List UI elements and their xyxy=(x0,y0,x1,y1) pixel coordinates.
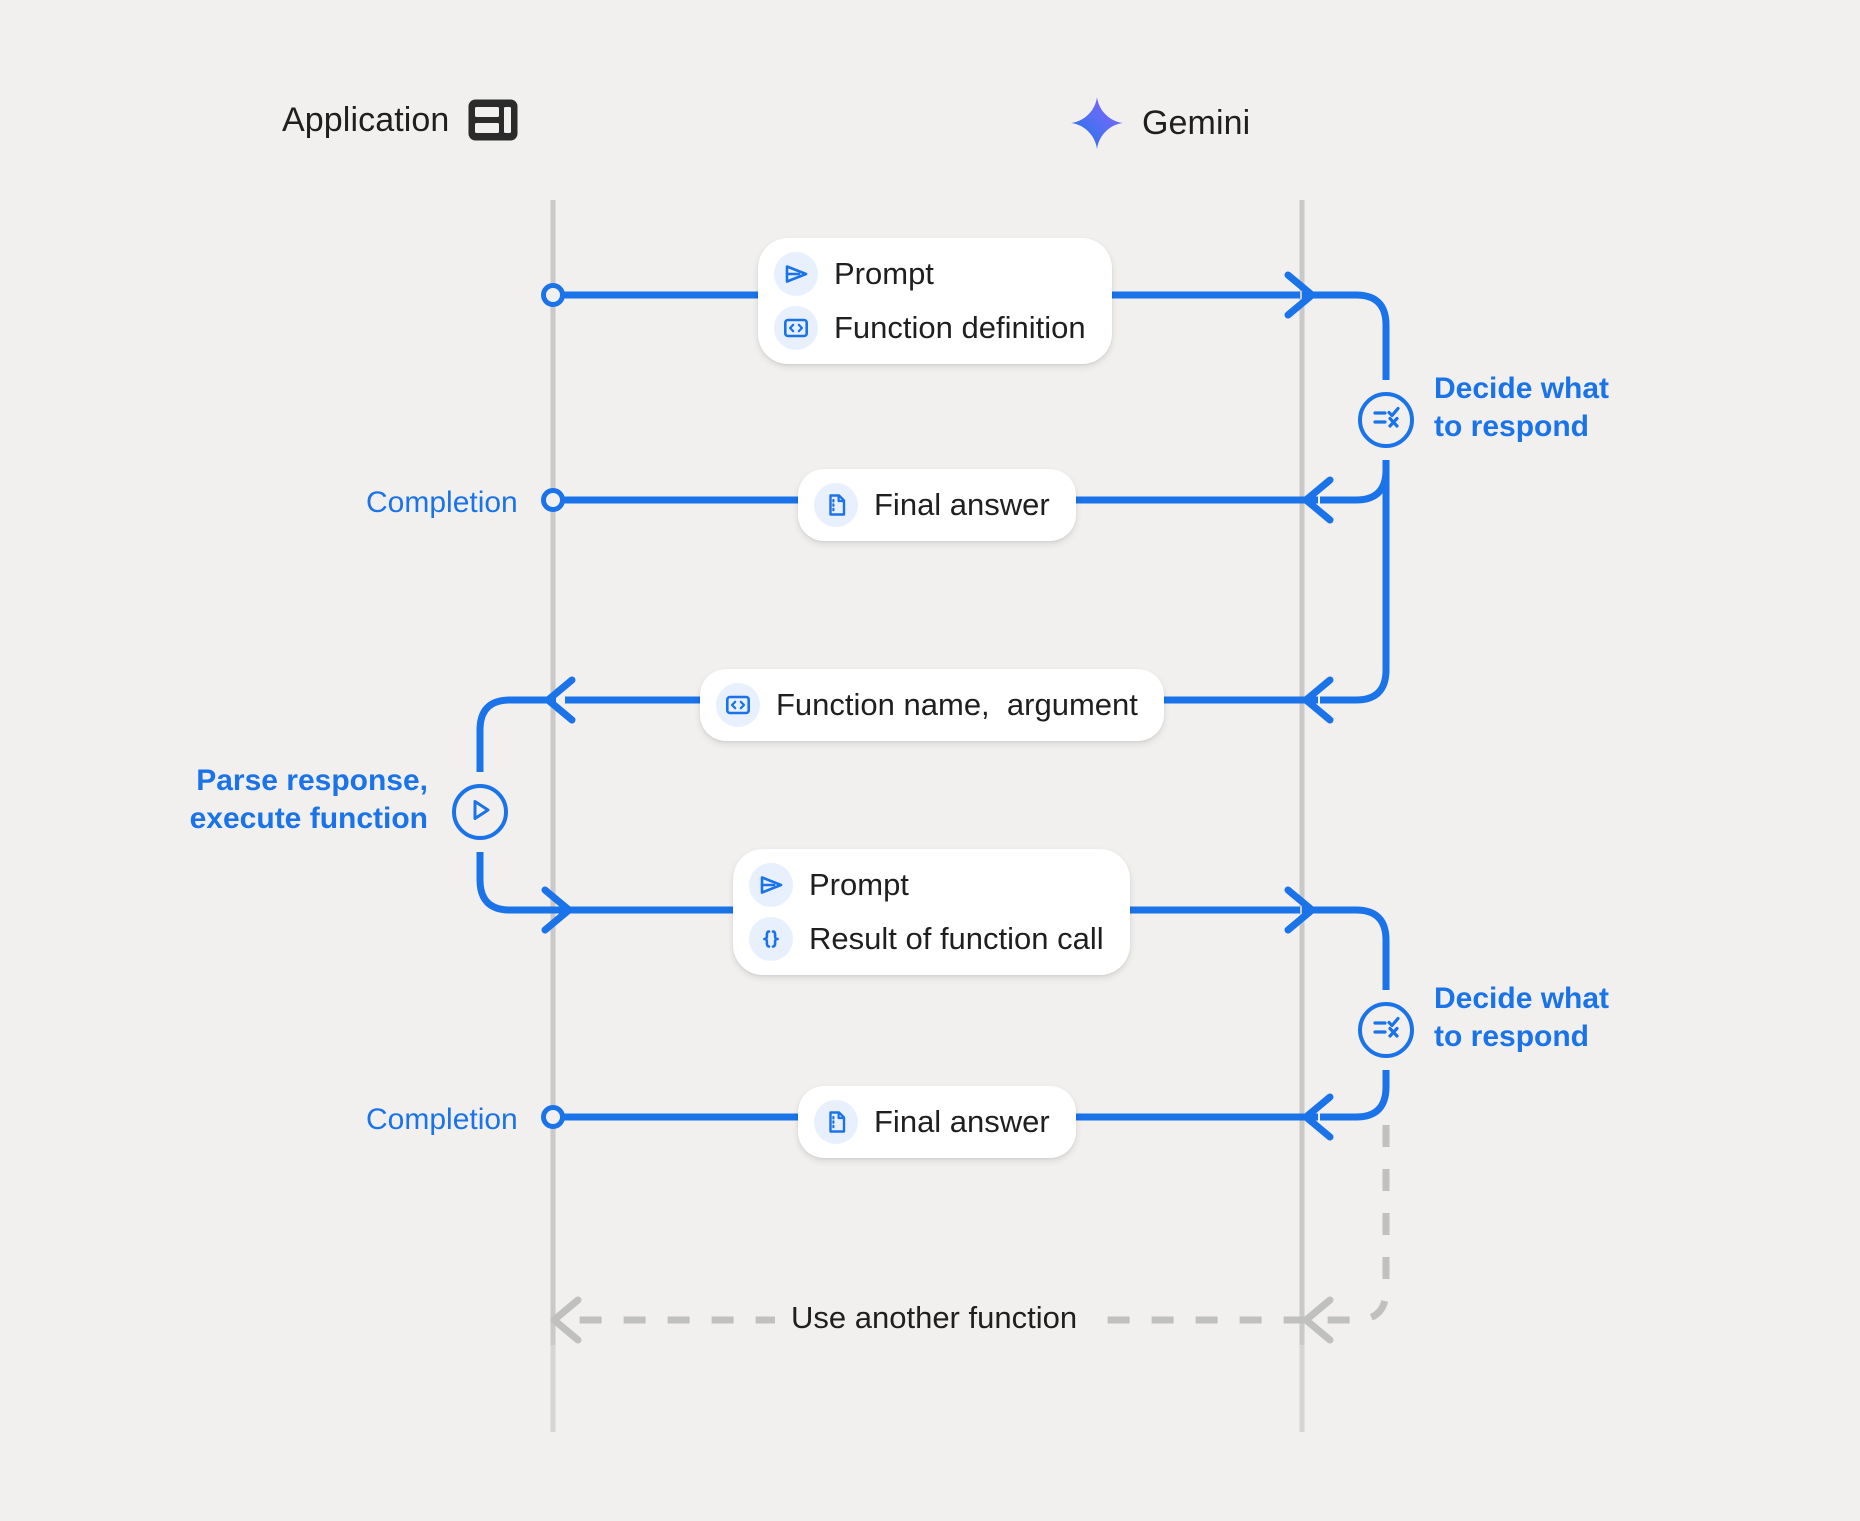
wire-gemini-route-3 xyxy=(1302,906,1390,990)
completion-label-1: Completion xyxy=(366,486,518,519)
wire-final-answer-1-return xyxy=(1320,460,1390,504)
arrowhead-loop-gemini xyxy=(1302,1296,1334,1344)
gemini-sparkle-icon xyxy=(1070,96,1124,150)
chip-row-function-definition: Function definition xyxy=(774,306,1086,350)
completion-label-2: Completion xyxy=(366,1103,518,1136)
arrowhead-final-answer-2 xyxy=(1302,1093,1334,1141)
arrowhead-request-2-app xyxy=(541,886,573,934)
code-brackets-icon xyxy=(716,683,760,727)
arrowhead-final-answer-1 xyxy=(1302,476,1334,524)
chip-label: Final answer xyxy=(874,487,1050,523)
chip-row-prompt: Prompt xyxy=(774,252,1086,296)
chip-row-prompt: Prompt xyxy=(749,863,1104,907)
chip-label: Prompt xyxy=(809,867,909,903)
arrowhead-function-call-gemini xyxy=(1302,676,1334,724)
message-chip-final-answer-2[interactable]: Final answer xyxy=(798,1086,1076,1158)
node-decide-1[interactable] xyxy=(1358,392,1414,448)
chip-label: Final answer xyxy=(874,1104,1050,1140)
actor-application-label: Application xyxy=(282,100,450,139)
document-icon xyxy=(814,483,858,527)
actor-gemini: Gemini xyxy=(1070,96,1250,150)
checklist-decision-icon xyxy=(1369,1011,1403,1050)
chip-row-final-answer: Final answer xyxy=(814,1100,1050,1144)
actor-application: Application xyxy=(282,98,519,142)
message-chip-request-2[interactable]: Prompt Result of function call xyxy=(733,849,1130,975)
chip-label: Prompt xyxy=(834,256,934,292)
endpoint-dot-completion-1[interactable] xyxy=(541,488,565,512)
endpoint-dot-completion-2[interactable] xyxy=(541,1105,565,1129)
code-brackets-icon xyxy=(774,306,818,350)
document-icon xyxy=(814,1100,858,1144)
message-chip-request-1[interactable]: Prompt Function definition xyxy=(758,238,1112,364)
message-chip-final-answer-1[interactable]: Final answer xyxy=(798,469,1076,541)
loop-label-use-another-function: Use another function xyxy=(775,1300,1094,1336)
wire-gemini-route-4 xyxy=(1320,1070,1390,1121)
send-prompt-icon xyxy=(749,863,793,907)
node-caption-decide-2: Decide what to respond xyxy=(1434,982,1610,1054)
arrowhead-function-call-app xyxy=(544,676,576,724)
node-decide-2[interactable] xyxy=(1358,1002,1414,1058)
chip-label: Result of function call xyxy=(809,921,1104,957)
wire-gemini-route-2 xyxy=(1320,460,1390,704)
actor-gemini-label: Gemini xyxy=(1142,103,1251,142)
chip-row-function-call: Function name, argument xyxy=(716,683,1138,727)
chip-label: Function name, argument xyxy=(776,687,1138,723)
play-triangle-icon xyxy=(465,795,495,830)
dashboard-layout-icon xyxy=(467,98,519,142)
arrowhead-request-1 xyxy=(1284,271,1316,319)
send-prompt-icon xyxy=(774,252,818,296)
chip-label: Function definition xyxy=(834,310,1086,346)
checklist-decision-icon xyxy=(1369,401,1403,440)
endpoint-dot-start[interactable] xyxy=(541,283,565,307)
node-caption-parse-execute: Parse response, execute function xyxy=(189,764,428,836)
arrowhead-loop-application xyxy=(550,1296,582,1344)
wire-app-route-2 xyxy=(476,852,556,914)
arrowhead-request-2-gemini xyxy=(1284,886,1316,934)
chip-row-final-answer: Final answer xyxy=(814,483,1050,527)
message-chip-function-call[interactable]: Function name, argument xyxy=(700,669,1164,741)
node-caption-decide-1: Decide what to respond xyxy=(1434,372,1610,444)
wire-gemini-route-1 xyxy=(1302,291,1390,380)
curly-braces-icon xyxy=(749,917,793,961)
node-parse-execute[interactable] xyxy=(452,784,508,840)
chip-row-function-result: Result of function call xyxy=(749,917,1104,961)
wire-app-route-1 xyxy=(476,696,556,772)
